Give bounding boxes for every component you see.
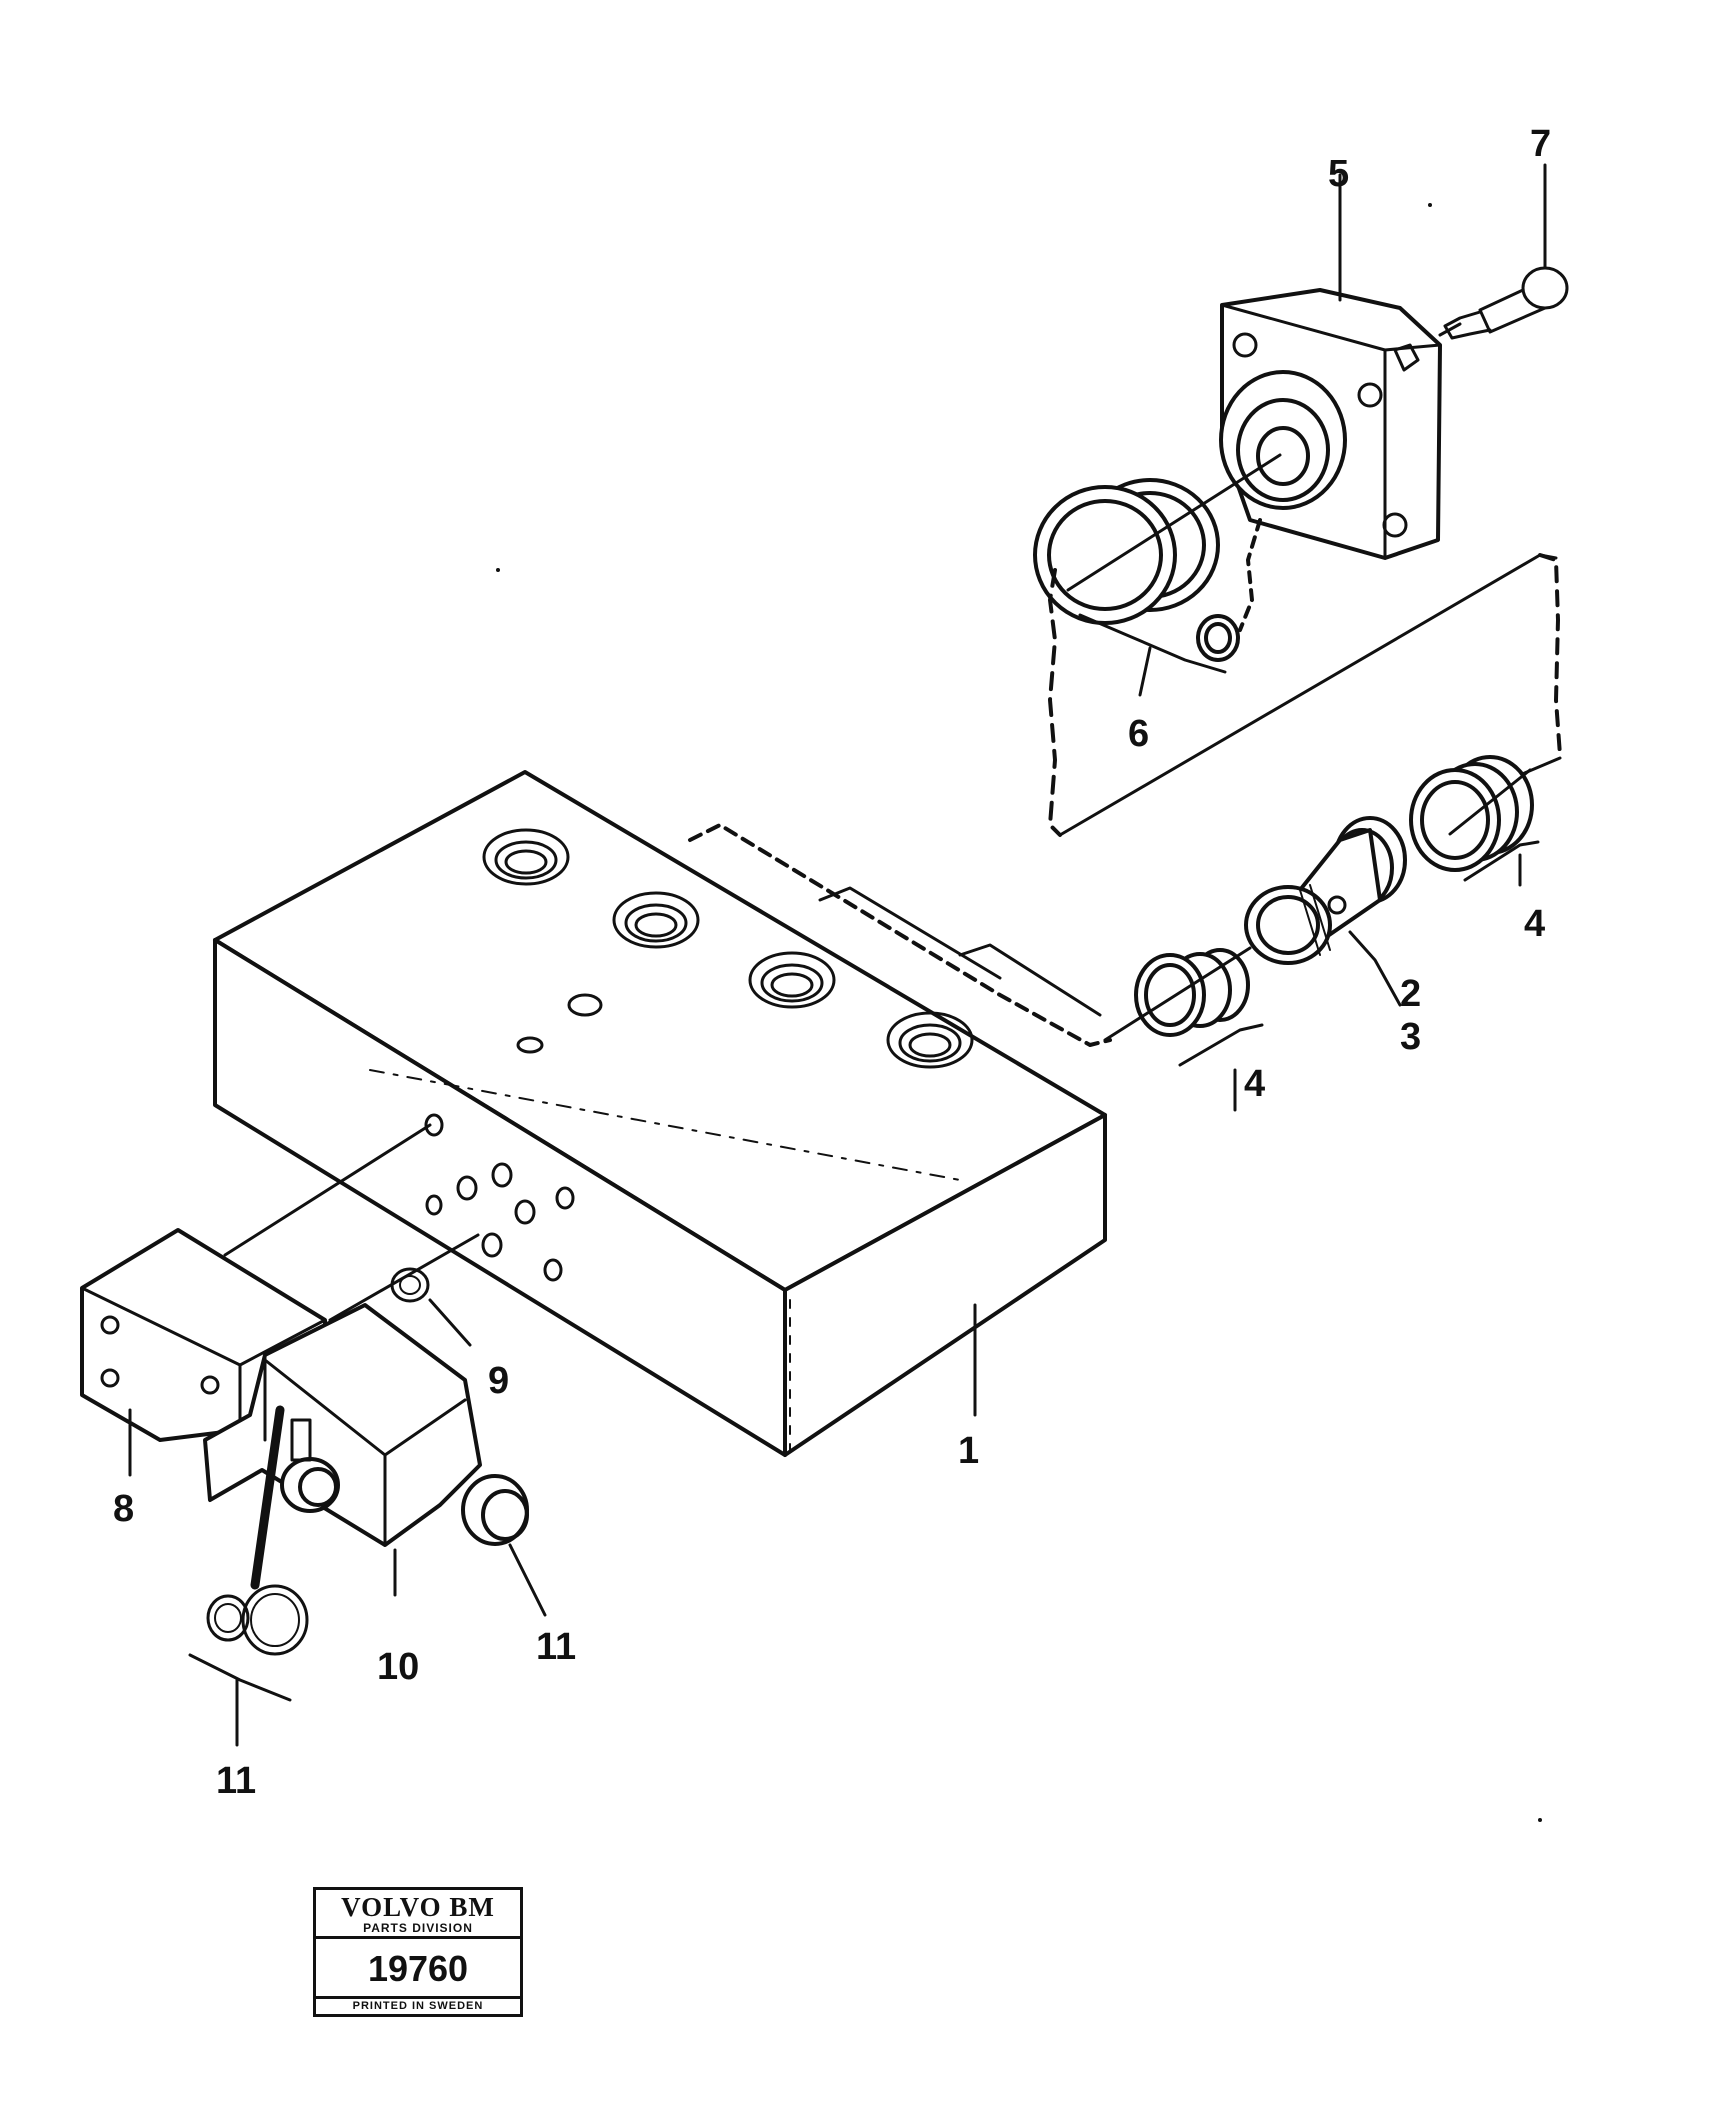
valve-block-part-1 [213, 770, 1112, 1457]
o-ring-part-9 [390, 1267, 472, 1347]
title-block: VOLVO BM PARTS DIVISION 19760 PRINTED IN… [313, 1887, 523, 2017]
callout-part-10: 10 [377, 1646, 420, 1688]
callout-part-2: 2 [1400, 973, 1422, 1015]
callout-part-3: 3 [1400, 1016, 1422, 1058]
callout-part-5: 5 [1328, 153, 1350, 195]
callout-part-11-right: 11 [536, 1626, 577, 1668]
seal-kit-part-6 [1033, 453, 1562, 837]
callout-part-8: 8 [113, 1488, 135, 1530]
leader-line-thick [250, 1405, 285, 1590]
o-rings-part-11 [188, 1543, 547, 1747]
brand-logo-text: VOLVO BM [341, 1892, 495, 1922]
callout-part-9: 9 [488, 1360, 510, 1402]
title-block-divider-lower [316, 1996, 520, 1999]
end-cover-part-5 [1219, 266, 1569, 560]
callout-part-6: 6 [1128, 713, 1150, 755]
printed-label: PRINTED IN SWEDEN [352, 2000, 484, 2012]
callout-part-4-left: 4 [1244, 1063, 1266, 1105]
callout-part-7: 7 [1530, 123, 1552, 165]
callout-part-1: 1 [958, 1430, 980, 1472]
division-label: PARTS DIVISION [363, 1921, 473, 1935]
drawing-number: 19760 [367, 1948, 469, 1989]
callout-part-4-right: 4 [1524, 903, 1546, 945]
seal-ring-set-right [1409, 755, 1540, 882]
spool-parts-2-3 [1244, 816, 1407, 1007]
title-block-divider [316, 1936, 520, 1939]
callout-part-11-left: 11 [216, 1760, 257, 1802]
screw-part-7 [1438, 266, 1569, 340]
solenoid-coil-part-10 [203, 1233, 529, 1597]
seal-ring-set-left [1103, 946, 1264, 1067]
